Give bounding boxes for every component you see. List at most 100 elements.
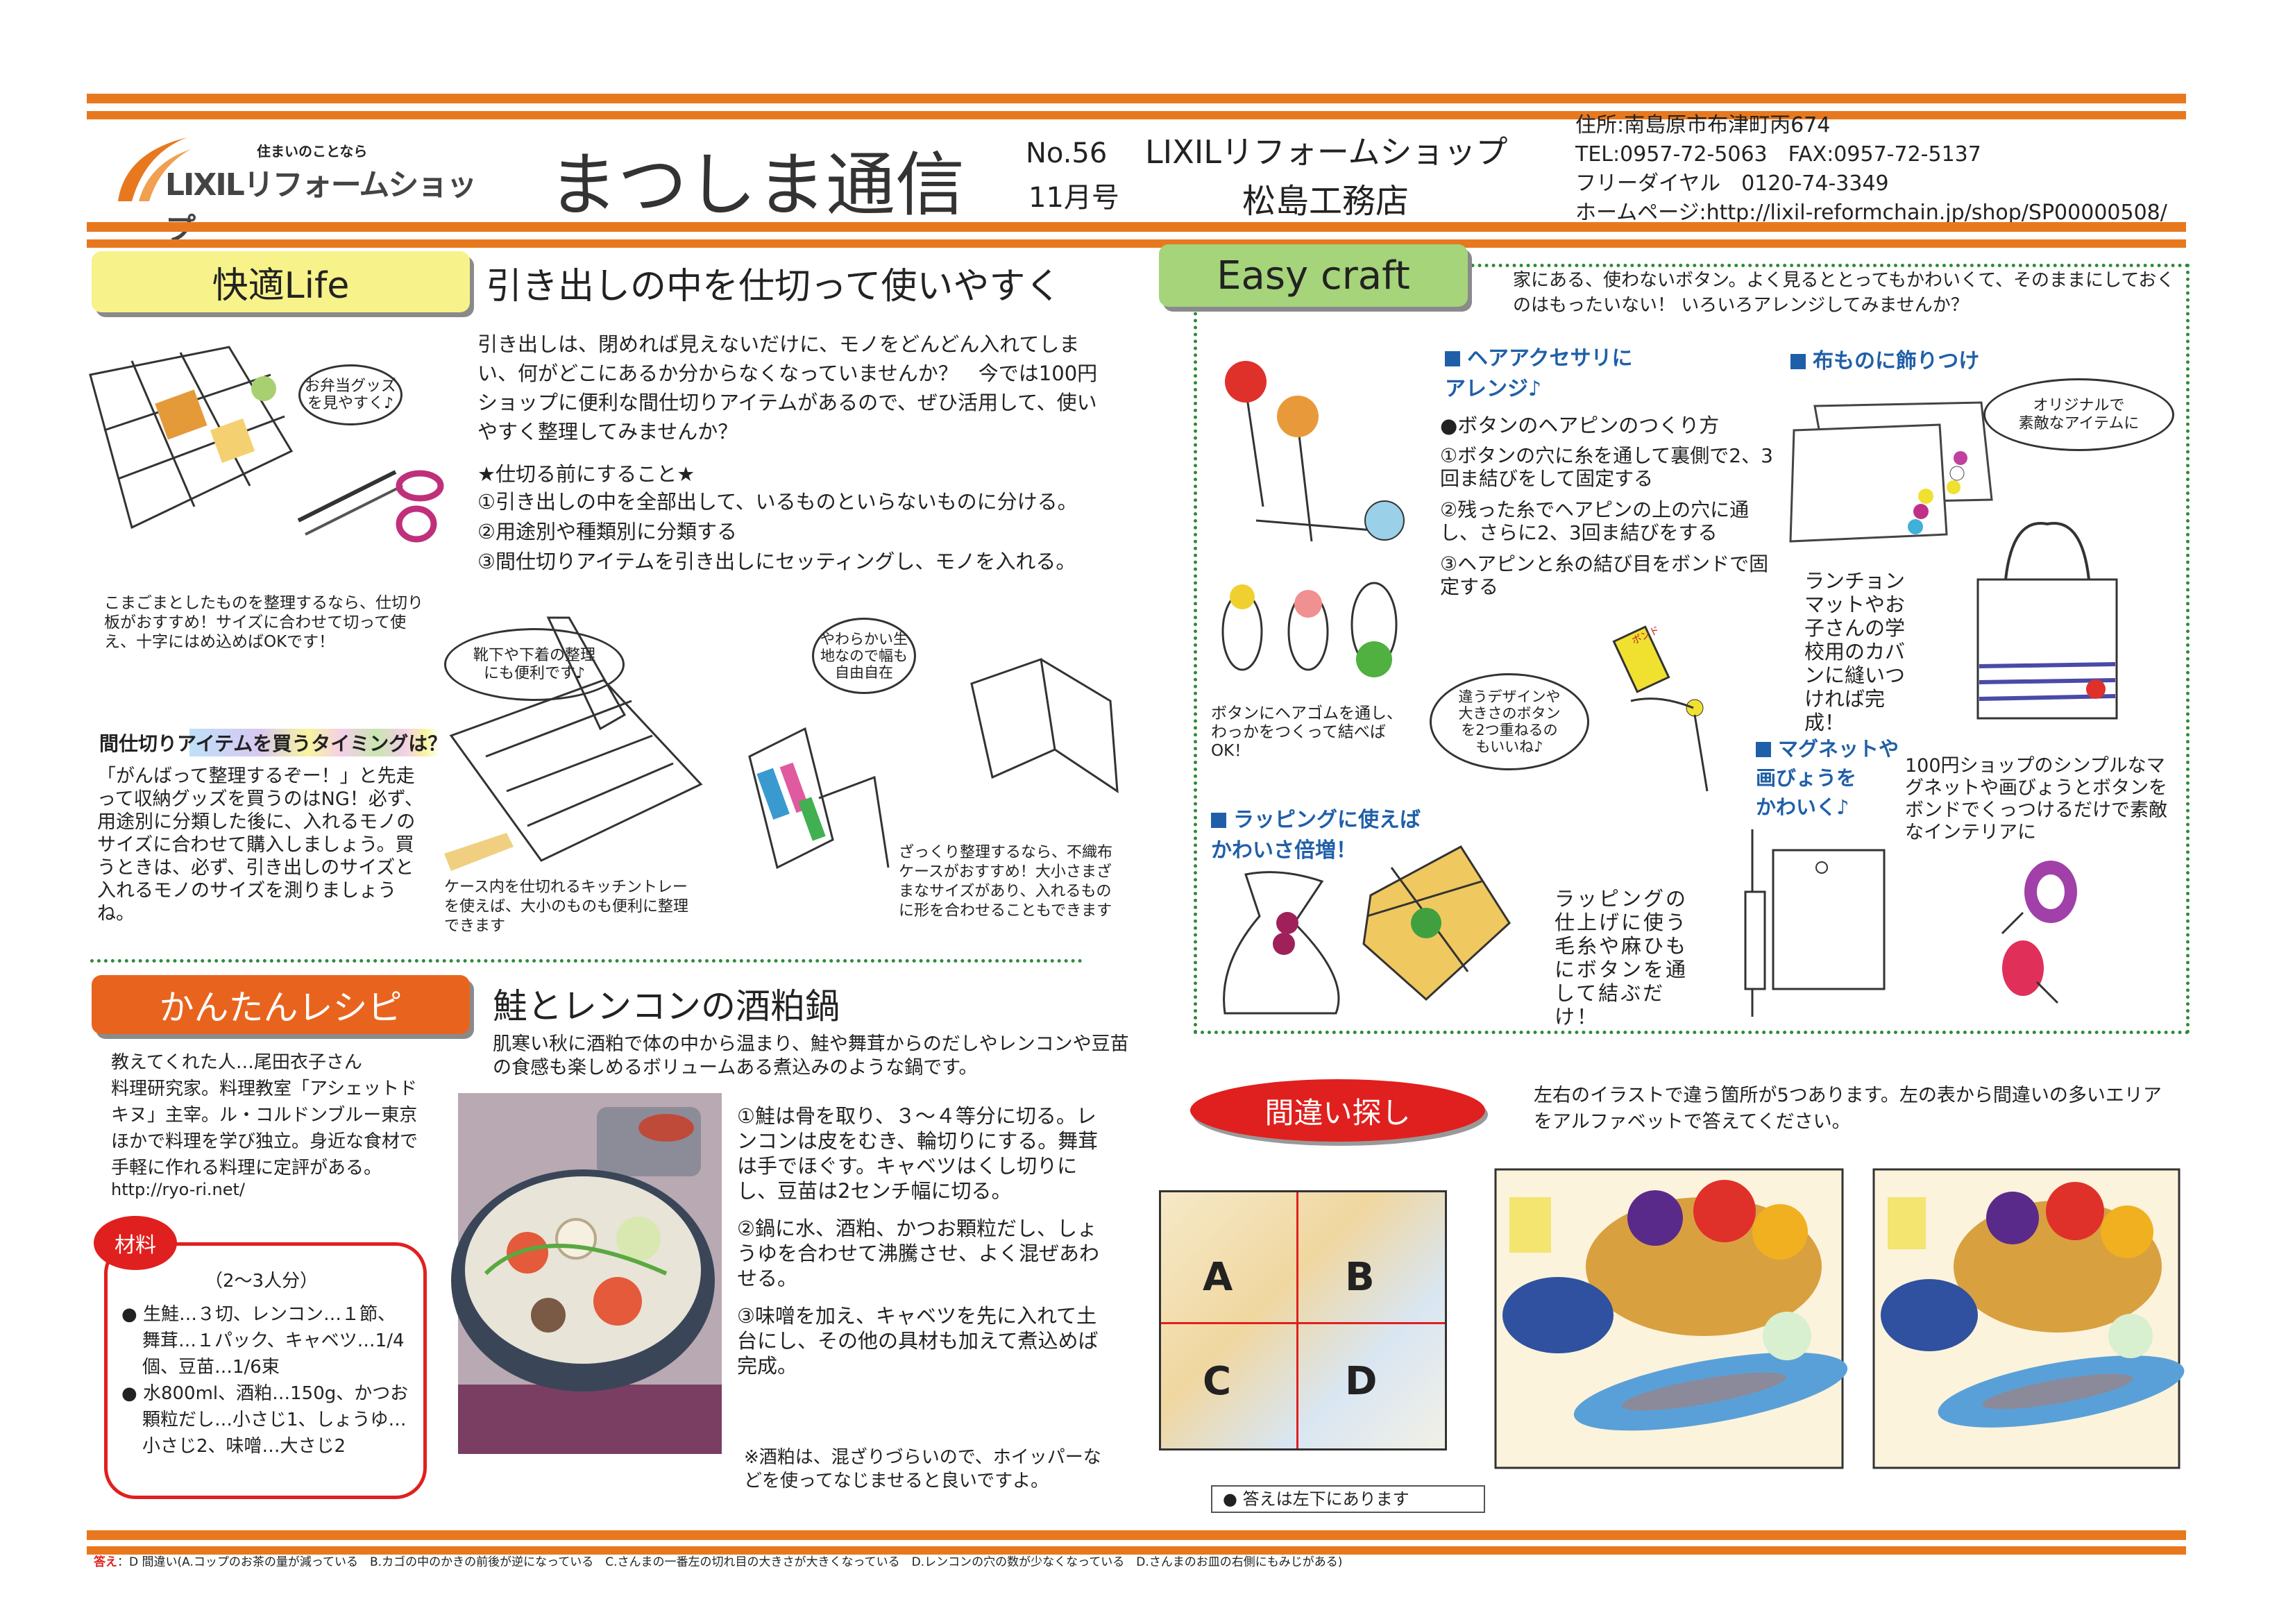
hair-rubber-text: ボタンにヘアゴムを通し、わっかをつくって結べばOK！	[1211, 704, 1403, 760]
recipe-title: 鮭とレンコンの酒粕鍋	[493, 986, 840, 1026]
free-dial: フリーダイヤル 0120-74-3349	[1575, 171, 1889, 196]
homepage-link[interactable]: ホームページ:http://lixil-reformchain.jp/shop/…	[1575, 201, 2167, 225]
magnet-text: 100円ショップのシンプルなマグネットや画びょうとボタンをボンドでくっつけるだけ…	[1905, 755, 2167, 843]
timing-heading: 間仕切りアイテムを買うタイミングは？	[99, 729, 448, 756]
newsletter-title: まつしま通信	[548, 144, 965, 226]
tote-bag-illustration	[1976, 522, 2118, 720]
section-tab-craft: Easy craft	[1159, 244, 1468, 307]
caption-tray: ケース内を仕切れるキッチントレーを使えば、大小のものも便利に整理できます	[444, 879, 689, 935]
recipe-intro: 肌寒い秋に酒粕で体の中から温まり、鮭や舞茸からのだしやレンコンや豆苗の食感も楽し…	[493, 1033, 1129, 1079]
logo: 住まいのことなら LIXILリフォームショップ	[111, 132, 500, 247]
area-label-a: A	[1203, 1255, 1233, 1300]
step: ③間仕切りアイテムを引き出しにセッティングし、モノを入れる。	[477, 550, 1076, 573]
section-divider	[90, 959, 1083, 963]
heading-text: 布ものに飾りつけ	[1813, 349, 1980, 373]
square-bullet-icon	[1790, 354, 1806, 369]
hint-text: 答えは左下にあります	[1242, 1489, 1409, 1509]
hair-steps: ①ボタンの穴に糸を通して裏側で2、3回ま結びをして固定する ②残った糸でヘアピン…	[1440, 444, 1773, 598]
ingredients-label: 材料	[94, 1216, 177, 1270]
ingredient-item: ● 生鮭…３切、レンコン…１節、舞茸…１パック、キャベツ…1/4個、豆苗…1/6…	[121, 1304, 405, 1378]
wrap-heading: ラッピングに使えば かわいさ倍増！	[1211, 805, 1421, 866]
issue-number: No.56	[1026, 137, 1108, 169]
hair-howto: ●ボタンのヘアピンのつくり方	[1440, 414, 1720, 437]
address: 住所:南島原市布津町丙674	[1575, 113, 1831, 137]
square-bullet-icon	[1211, 813, 1226, 828]
square-bullet-icon	[1756, 742, 1771, 757]
header-rule	[87, 239, 2186, 248]
header-rule	[87, 111, 2186, 119]
hair-step: ①ボタンの穴に糸を通して裏側で2、3回ま結びをして固定する	[1440, 444, 1773, 490]
grid-line	[1161, 1322, 1445, 1324]
caption-fabric: ざっくり整理するなら、不織布ケースがおすすめ！大小さまざまなサイズがあり、入れる…	[899, 844, 1113, 920]
heading-text: ラッピングに使えば かわいさ倍増！	[1211, 808, 1421, 863]
wrap-text: ラッピングの仕上げに使う毛糸や麻ひもにボタンを通して結ぶだけ！	[1555, 887, 1688, 1029]
puzzle-instructions: 左右のイラストで違う箇所が5つあります。左の表から間違いの多いエリアをアルファベ…	[1534, 1085, 2162, 1133]
craft-intro: 家にある、使わないボタン。よく見るととってもかわいくて、そのままにしておくのはも…	[1513, 270, 2175, 316]
kaiteki-title: 引き出しの中を仕切って使いやすく	[486, 266, 1062, 307]
heading-text: マグネットや 画びょうを かわいく♪	[1756, 737, 1899, 819]
tab-label: 快適Life	[212, 264, 350, 307]
answer-text: ：D 間違い(A.コップのお茶の量が減っている B.カゴの中のかきの前後が逆にな…	[117, 1555, 1343, 1569]
issue-month: 11月号	[1028, 182, 1119, 214]
footer-rule	[87, 1530, 2186, 1540]
recipe-note: ※酒粕は、混ざりづらいので、ホイッパーなどを使ってなじませると良いですよ。	[744, 1447, 1101, 1491]
chef-url[interactable]: http://ryo-ri.net/	[111, 1180, 246, 1199]
label-text: 材料	[115, 1233, 156, 1258]
scissors-illustration	[297, 470, 444, 543]
answer-hint: ● 答えは左下にあります	[1211, 1485, 1485, 1513]
puzzle-image-right	[1872, 1168, 2185, 1469]
section-tab-recipe: かんたんレシピ	[92, 975, 470, 1034]
caption-divider: こまごまとしたものを整理するなら、仕切り板がおすすめ！サイズに合わせて切って使え…	[104, 594, 423, 651]
contact-info: 住所:南島原市布津町丙674 TEL:0957-72-5063 FAX:0957…	[1575, 111, 2167, 228]
hair-step: ③ヘアピンと糸の結び目をボンドで固定する	[1440, 552, 1769, 598]
recipe-step: ③味噌を加え、キャベツを先に入れて土台にし、その他の具材も加えて煮込めば完成。	[737, 1304, 1099, 1378]
storage-illustrations	[444, 616, 1119, 871]
hotpot-photo	[451, 1093, 722, 1454]
craft-frame	[1194, 264, 2190, 1034]
logo-swoosh-icon	[118, 137, 191, 201]
area-label-d: D	[1345, 1359, 1378, 1404]
puzzle-image-grid: A B C D	[1159, 1190, 1447, 1450]
bento-divider-illustration	[89, 346, 294, 530]
shop-name: 松島工務店	[1242, 182, 1409, 221]
puzzle-badge: 間違い探し	[1190, 1079, 1485, 1142]
glue-tube-illustration	[1612, 625, 1709, 792]
area-label-b: B	[1345, 1255, 1375, 1300]
kaiteki-intro: 引き出しは、閉めれば見えないだけに、モノをどんどん入れてしまい、何がどこにあるか…	[477, 332, 1098, 443]
puzzle-image-left	[1494, 1168, 1848, 1469]
shop-brand: LIXILリフォームショップ	[1145, 133, 1508, 171]
bubble-original: オリジナルで 素敵なアイテムに	[1983, 378, 2174, 451]
square-bullet-icon	[1445, 351, 1460, 366]
bubble-soft: やわらかい生 地なので幅も 自由自在	[812, 618, 916, 694]
badge-text: 間違い探し	[1264, 1095, 1411, 1130]
cloth-illustration	[1789, 401, 1993, 543]
ingredient-text: 水800ml、酒粕…150g、かつお顆粒だし…小さじ1、しょうゆ…小さじ2、味噌…	[142, 1383, 409, 1457]
footer-rule	[87, 1546, 2186, 1555]
header-rule	[87, 94, 2186, 103]
timing-text: 「がんばって整理するぞー！」と先走って収納グッズを買うのはNG！必ず、用途別に分…	[97, 766, 423, 924]
step: ②用途別や種類別に分類する	[477, 520, 737, 543]
footer-answer: 答え：D 間違い(A.コップのお茶の量が減っている B.カゴの中のかきの前後が逆…	[94, 1552, 1342, 1569]
recipe-step: ①鮭は骨を取り、３～４等分に切る。レンコンは皮をむき、輪切りにする。舞茸は手でほ…	[737, 1104, 1099, 1203]
ingredients-box: （2～3人分） ● 生鮭…３切、レンコン…１節、舞茸…１パック、キャベツ…1/4…	[104, 1242, 427, 1499]
area-label-c: C	[1203, 1359, 1232, 1404]
before-heading: ★仕切る前にすること★	[477, 462, 695, 486]
section-tab-kaiteki: 快適Life	[92, 251, 470, 312]
cloth-heading: 布ものに飾りつけ	[1790, 344, 1979, 374]
magnet-pin-illustration	[1744, 829, 2077, 1017]
before-steps: ①引き出しの中を全部出して、いるものといらないものに分ける。 ②用途別や種類別に…	[477, 487, 1078, 577]
servings: （2～3人分）	[205, 1271, 319, 1292]
grid-line	[1296, 1192, 1298, 1448]
header-rule	[87, 222, 2186, 232]
heading-text: ヘアアクセサリに アレンジ♪	[1445, 346, 1633, 401]
button-hairpin-illustration	[1221, 361, 1405, 677]
tab-label: Easy craft	[1217, 253, 1410, 298]
tel-fax: TEL:0957-72-5063 FAX:0957-72-5137	[1575, 142, 1981, 167]
recipe-step: ②鍋に水、酒粕、かつお顆粒だし、しょうゆを合わせて沸騰させ、よく混ぜあわせる。	[737, 1217, 1100, 1290]
chef-profile: 教えてくれた人…尾田衣子さん 料理研究家。料理教室「アシェットドキヌ」主宰。ル・…	[111, 1052, 418, 1178]
wrapping-illustration	[1223, 845, 1511, 1015]
ingredient-item: ● 水800ml、酒粕…150g、かつお顆粒だし…小さじ1、しょうゆ…小さじ2、…	[121, 1383, 409, 1457]
hair-step: ②残った糸でヘアピンの上の穴に通し、さらに2、3回ま結びをする	[1440, 498, 1750, 544]
ingredient-text: 生鮭…３切、レンコン…１節、舞茸…１パック、キャベツ…1/4個、豆苗…1/6束	[142, 1304, 405, 1378]
bubble-bento: お弁当グッズ を見やすく♪	[298, 364, 403, 425]
